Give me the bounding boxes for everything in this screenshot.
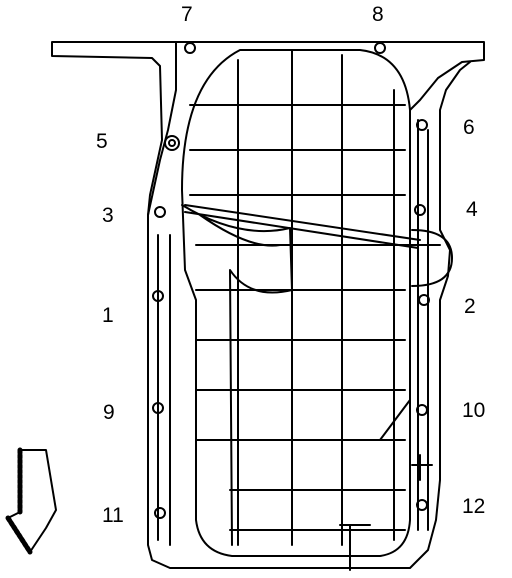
bolt-hole-12 <box>416 499 428 511</box>
front-direction-arrow-icon <box>5 447 57 555</box>
bolt-hole-1 <box>152 290 164 302</box>
side-rails <box>157 119 429 546</box>
right-boss <box>411 229 453 287</box>
bolt-holes <box>152 42 430 519</box>
bolt-hole-9 <box>152 402 164 414</box>
bolt-label-5: 5 <box>96 130 108 153</box>
bolt-label-4: 4 <box>466 198 478 221</box>
bolt-hole-10 <box>416 404 428 416</box>
bolt-hole-5 <box>164 135 180 151</box>
diagonal-baffle <box>184 204 421 249</box>
bolt-hole-8 <box>374 42 386 54</box>
bolt-hole-11 <box>154 507 166 519</box>
bolt-label-1: 1 <box>102 304 114 327</box>
bolt-label-6: 6 <box>463 116 475 139</box>
bolt-label-11: 11 <box>102 504 124 527</box>
rib-grid <box>189 49 441 546</box>
bolt-label-12: 12 <box>462 495 486 518</box>
bolt-hole-3 <box>154 206 166 218</box>
bolt-hole-7 <box>184 42 196 54</box>
bolt-label-8: 8 <box>372 3 384 26</box>
lower-details <box>339 399 433 571</box>
pan-outer-outline <box>147 41 471 569</box>
bolt-label-2: 2 <box>464 295 476 318</box>
top-flange <box>51 41 485 216</box>
bolt-label-10: 10 <box>462 399 486 422</box>
bolt-hole-2 <box>418 294 430 306</box>
bolt-label-3: 3 <box>102 204 114 227</box>
bolt-label-7: 7 <box>181 3 193 26</box>
bolt-label-9: 9 <box>103 401 115 424</box>
bolt-hole-4 <box>414 204 426 216</box>
sump-inner-outline <box>181 49 411 557</box>
bolt-hole-6 <box>416 119 428 131</box>
